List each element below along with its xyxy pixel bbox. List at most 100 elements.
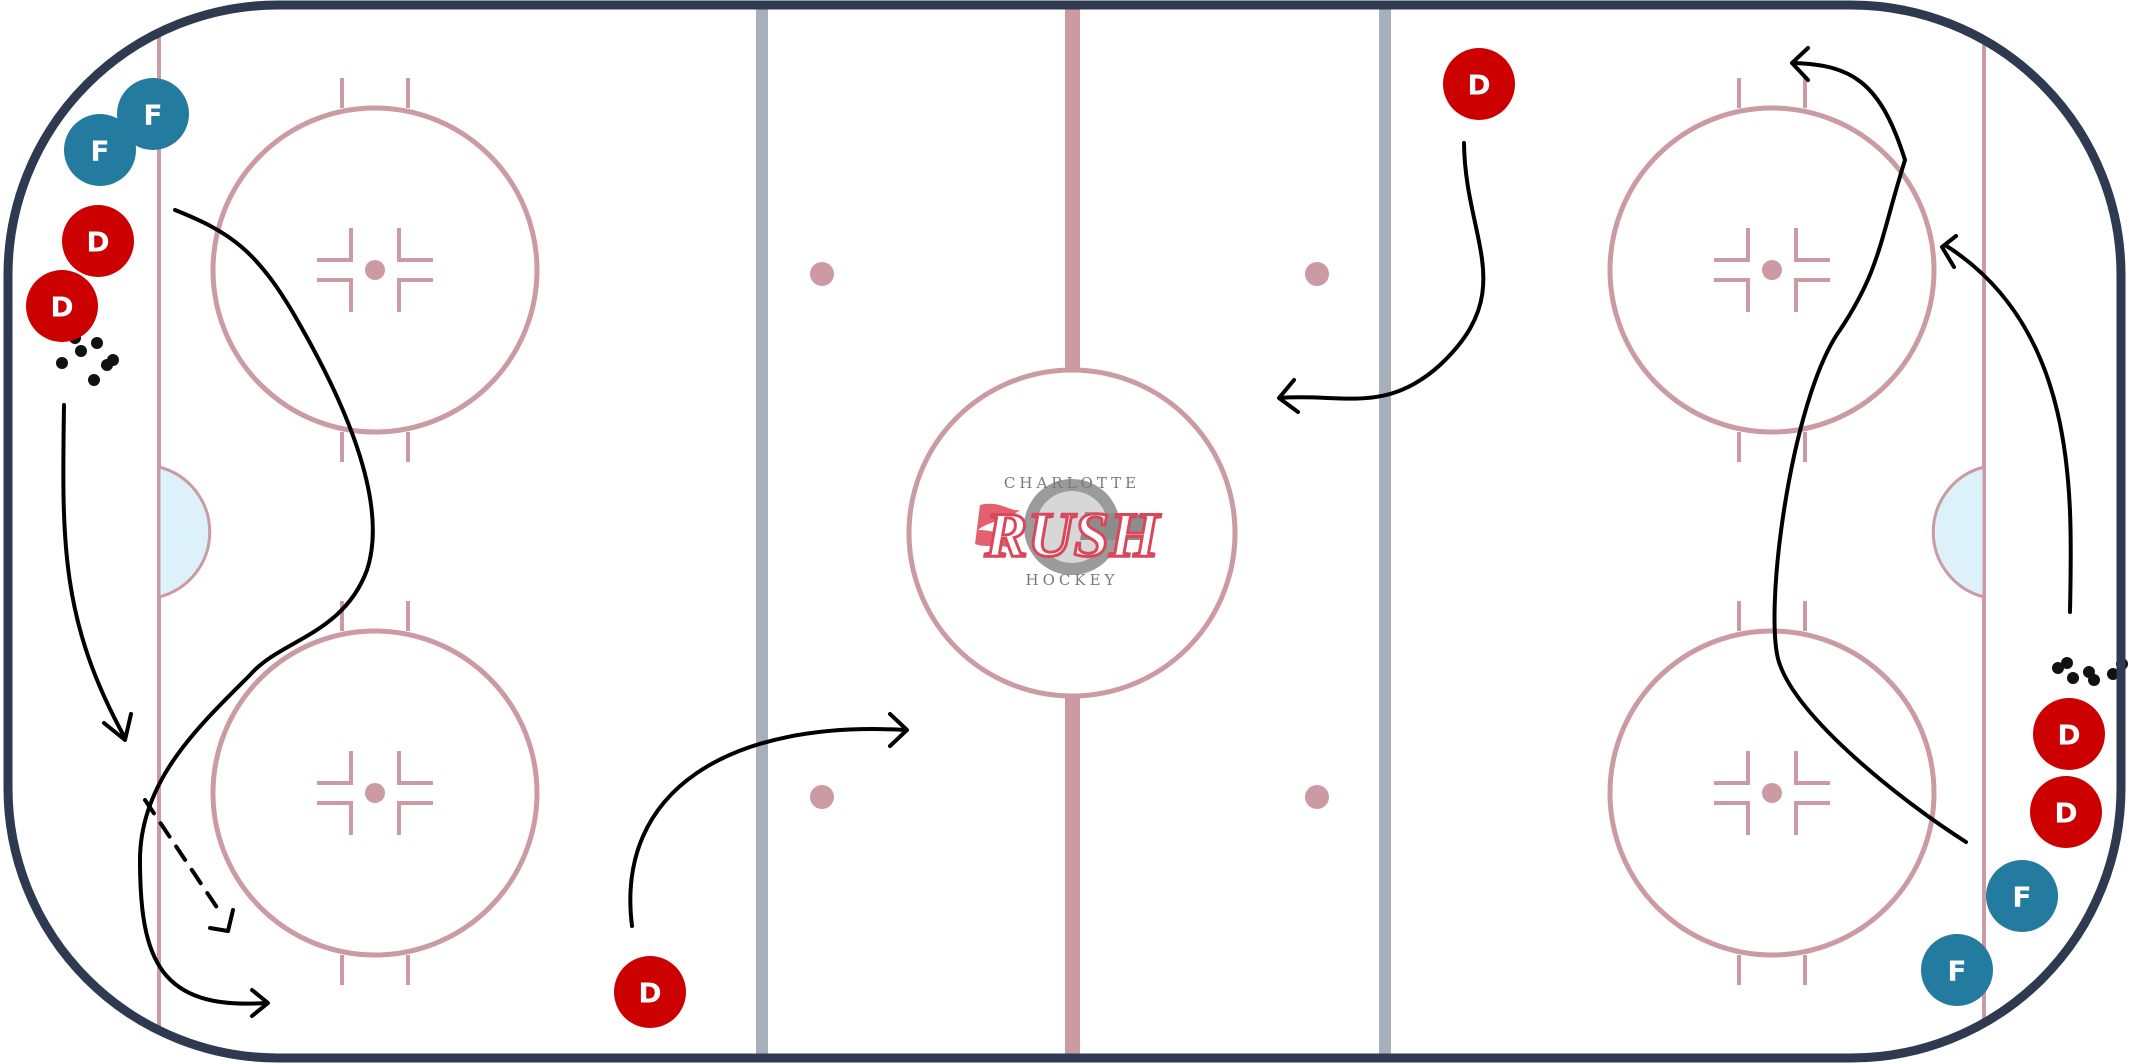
faceoff-l-marker	[1714, 278, 1750, 312]
blue-line-left	[756, 5, 768, 1058]
arrow-head	[102, 712, 133, 742]
player-label: F	[1947, 955, 1966, 988]
faceoff-ring	[210, 628, 540, 958]
player-marker	[1986, 860, 2058, 932]
puck	[75, 345, 87, 357]
faceoff-l-marker	[1794, 751, 1830, 785]
faceoff-l-marker	[1714, 751, 1750, 785]
puck	[2107, 668, 2119, 680]
faceoff-l-marker	[397, 228, 433, 262]
faceoff-ring	[1607, 105, 1937, 435]
skate-path-d-right	[1943, 243, 2073, 614]
faceoff-circle	[210, 78, 540, 462]
puck	[88, 374, 100, 386]
rink-boards	[3, 0, 2126, 1063]
player-forward: F	[1986, 860, 2058, 932]
faceoff-dot	[1762, 783, 1782, 803]
goal-crease-left	[157, 465, 212, 599]
player-defense: D	[1443, 48, 1515, 120]
player-label: D	[2057, 719, 2080, 752]
arrow-head	[250, 988, 270, 1018]
arrow-head	[208, 908, 235, 933]
logo-bottom-text: HOCKEY	[1026, 571, 1119, 589]
faceoff-circle	[1607, 601, 1937, 985]
player-marker	[2033, 698, 2105, 770]
skate-path-d-left	[61, 403, 127, 740]
player-forward: F	[1921, 934, 1993, 1006]
faceoff-l-marker	[1794, 228, 1830, 262]
faceoff-dot	[1762, 260, 1782, 280]
player-marker	[117, 78, 189, 150]
logo-stripe	[1080, 512, 1155, 540]
end-zone-faceoff-circles	[210, 78, 1937, 985]
faceoff-l-marker	[1714, 228, 1750, 262]
logo-main-text: RUSH	[984, 499, 1162, 570]
faceoff-circle	[210, 601, 540, 985]
faceoff-ring	[210, 105, 540, 435]
faceoff-l-marker	[317, 751, 353, 785]
player-defense: D	[62, 205, 134, 277]
faceoff-l-marker	[1714, 801, 1750, 835]
player-marker	[64, 114, 136, 186]
faceoff-dot	[365, 260, 385, 280]
logo-top-text: CHARLOTTE	[1004, 474, 1140, 492]
faceoff-l-marker	[317, 228, 353, 262]
logo-badge-inner	[1036, 491, 1108, 563]
player-label: D	[1467, 69, 1490, 102]
player-marker	[26, 270, 98, 342]
puck	[101, 359, 113, 371]
arrow-head	[1277, 378, 1300, 414]
puck	[2067, 672, 2079, 684]
neutral-zone-dot	[810, 262, 834, 286]
player-marker	[614, 956, 686, 1028]
player-marker	[2030, 776, 2102, 848]
logo-flame	[975, 503, 1020, 548]
faceoff-l-marker	[397, 801, 433, 835]
player-label: D	[50, 291, 73, 324]
player-label: D	[2054, 797, 2077, 830]
player-marker	[1443, 48, 1515, 120]
puck	[2088, 674, 2100, 686]
neutral-zone-dot	[1305, 262, 1329, 286]
puck	[91, 337, 103, 349]
player-forward: F	[64, 114, 136, 186]
puck	[2061, 657, 2073, 669]
puck	[56, 357, 68, 369]
faceoff-l-marker	[317, 278, 353, 312]
player-defense: D	[26, 270, 98, 342]
player-defense: D	[614, 956, 686, 1028]
skating-paths	[61, 46, 2073, 1018]
arrow-head	[1940, 234, 1958, 269]
arrow-head	[1790, 46, 1810, 82]
faceoff-l-marker	[1794, 801, 1830, 835]
player-label: F	[2012, 881, 2031, 914]
arrow-head	[888, 712, 909, 748]
puck	[2052, 662, 2064, 674]
skate-path-f-right	[1772, 61, 1968, 844]
faceoff-l-marker	[397, 278, 433, 312]
player-marker	[1921, 934, 1993, 1006]
faceoff-l-marker	[317, 801, 353, 835]
player-forward: F	[117, 78, 189, 150]
neutral-zone-dot	[1305, 785, 1329, 809]
goal-crease-right	[1931, 465, 1986, 599]
player-label: D	[638, 977, 661, 1010]
player-label: D	[86, 226, 109, 259]
team-logo: CHARLOTTE RUSH HOCKEY	[975, 474, 1163, 589]
pass-path-dashed	[143, 798, 222, 914]
faceoff-ring	[1607, 628, 1937, 958]
blue-line-right	[1379, 5, 1391, 1058]
player-defense: D	[2033, 698, 2105, 770]
faceoff-circle	[1607, 78, 1937, 462]
skate-path-f-weave	[138, 208, 375, 1006]
neutral-zone-dot	[810, 785, 834, 809]
player-marker	[62, 205, 134, 277]
faceoff-l-marker	[397, 751, 433, 785]
skate-path-d-bottom	[628, 727, 907, 928]
skate-path-d-top	[1278, 141, 1486, 401]
faceoff-dot	[365, 783, 385, 803]
player-label: F	[90, 135, 109, 168]
player-label: F	[143, 99, 162, 132]
